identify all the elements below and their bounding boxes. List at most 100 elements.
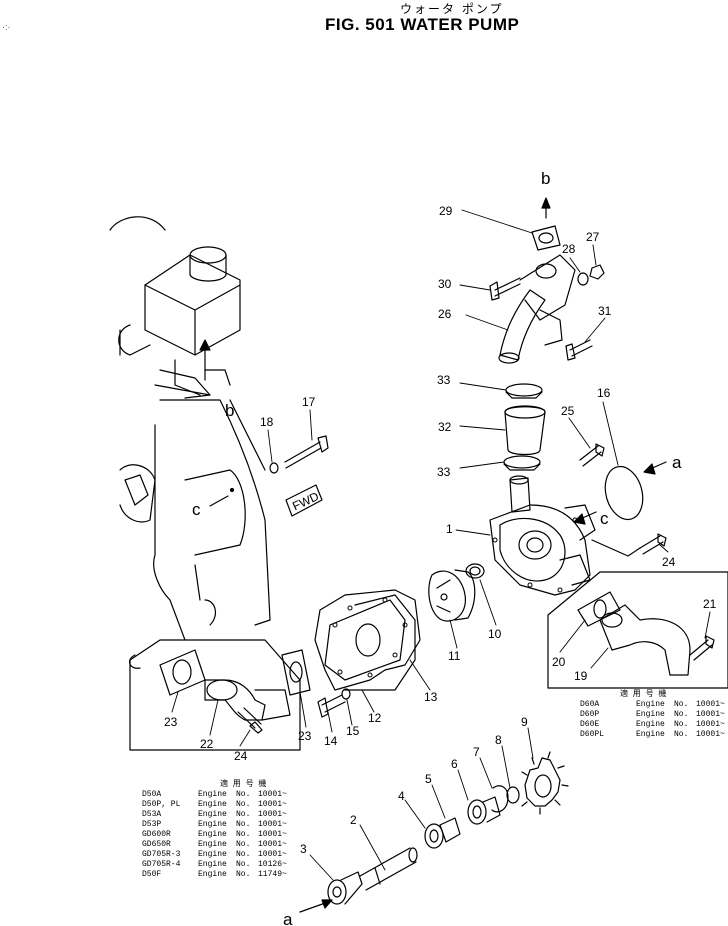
callout-31: 31: [598, 304, 612, 318]
detail-box-right: [547, 571, 728, 689]
table-left-model: D50A: [142, 790, 162, 799]
callout-6: 6: [451, 757, 458, 771]
callout-14: 14: [324, 734, 338, 748]
table-left-serial: 10001~: [258, 820, 287, 829]
table-left-model: D50F: [142, 870, 162, 879]
callout-19: 19: [574, 669, 588, 683]
callout-30: 30: [438, 277, 452, 291]
table-left-no: No.: [236, 790, 251, 799]
table-right-label: Engine: [636, 710, 665, 719]
bearing-rear: [467, 799, 487, 825]
table-left-model: GD600R: [142, 830, 171, 839]
table-left-label: Engine: [198, 790, 227, 799]
callout-24: 24: [234, 749, 248, 763]
callout-8: 8: [495, 733, 502, 747]
table-left-label: Engine: [198, 840, 227, 849]
table-left-no: No.: [236, 830, 251, 839]
drive-gear: [524, 757, 561, 807]
table-right-serial: 10001~: [696, 700, 725, 709]
table-left-serial: 10126~: [258, 860, 287, 869]
callout-5: 5: [425, 772, 432, 786]
table-left-no: No.: [236, 870, 251, 879]
detail-box-left: [129, 639, 301, 751]
callout-27: 27: [586, 230, 600, 244]
table-left-model: D50P, PL: [142, 800, 181, 809]
o-ring: [604, 465, 644, 521]
callout-21: 21: [703, 597, 717, 611]
table-right-no: No.: [674, 720, 689, 729]
table-left-model: GD705R-4: [142, 860, 181, 869]
table-left-label: Engine: [198, 820, 227, 829]
snap-ring: [491, 785, 509, 813]
outlet-gasket: [531, 225, 561, 251]
table-left-serial: 10001~: [258, 810, 287, 819]
table-right-label: Engine: [636, 730, 665, 739]
table-left-label: Engine: [198, 810, 227, 819]
callout-23: 23: [164, 715, 178, 729]
table-left-serial: 10001~: [258, 830, 287, 839]
table-right-header: 適 用 号 機: [620, 690, 667, 699]
table-left-label: Engine: [198, 870, 227, 879]
hose-clamp-lower: [503, 455, 541, 469]
table-left-no: No.: [236, 820, 251, 829]
callout-12: 12: [368, 711, 382, 725]
table-left-model: GD705R-3: [142, 850, 181, 859]
arrow-letter-a: a: [672, 453, 682, 472]
callout-20: 20: [552, 655, 566, 669]
callout-33: 33: [437, 465, 451, 479]
table-left-model: GD650R: [142, 840, 171, 849]
figure-title-japanese: ウォータ ポンプ: [400, 2, 504, 16]
callout-15: 15: [346, 724, 360, 738]
table-left-label: Engine: [198, 800, 227, 809]
callout-4: 4: [398, 789, 405, 803]
table-right-model: D60P: [580, 710, 600, 719]
callout-33: 33: [437, 373, 451, 387]
callout-28: 28: [562, 242, 576, 256]
callout-26: 26: [438, 307, 452, 321]
water-hose: [504, 406, 546, 456]
fwd-sign: [285, 484, 323, 517]
callout-22: 22: [200, 737, 214, 751]
table-left-serial: 11749~: [258, 870, 287, 879]
callout-23: 23: [298, 729, 312, 743]
callout-10: 10: [488, 627, 502, 641]
table-right-model: D60E: [580, 720, 600, 729]
callout-25: 25: [561, 404, 575, 418]
figure-title: FIG. 501 WATER PUMP: [325, 15, 520, 34]
table-right-no: No.: [674, 710, 689, 719]
stud-bolt: [284, 441, 322, 469]
table-left-label: Engine: [198, 830, 227, 839]
table-right-serial: 10001~: [696, 710, 725, 719]
table-left-serial: 10001~: [258, 800, 287, 809]
callout-11: 11: [448, 649, 461, 663]
seal-ring: [465, 563, 485, 579]
callout-16: 16: [597, 386, 611, 400]
table-left-serial: 10001~: [258, 840, 287, 849]
table-right-model: D60A: [580, 700, 600, 709]
table-left-row: D50F Engine No. 11749~: [142, 870, 287, 880]
pump-cover-plate: [314, 589, 421, 691]
table-right-serial: 10001~: [696, 730, 725, 739]
table-left-row: GD705R-4 Engine No. 10126~: [142, 860, 287, 870]
callout-7: 7: [473, 745, 480, 759]
callout-1: 1: [446, 522, 453, 536]
table-left-model: D53A: [142, 810, 162, 819]
outlet-elbow: [499, 289, 546, 361]
impeller: [428, 570, 467, 622]
table-right-no: No.: [674, 730, 689, 739]
arrow-letter-b: b: [541, 169, 550, 188]
table-left-no: No.: [236, 860, 251, 869]
arrow-letter-c: c: [192, 500, 201, 519]
callout-18: 18: [260, 415, 274, 429]
engine-block-outline: [109, 216, 271, 669]
table-left-label: Engine: [198, 860, 227, 869]
